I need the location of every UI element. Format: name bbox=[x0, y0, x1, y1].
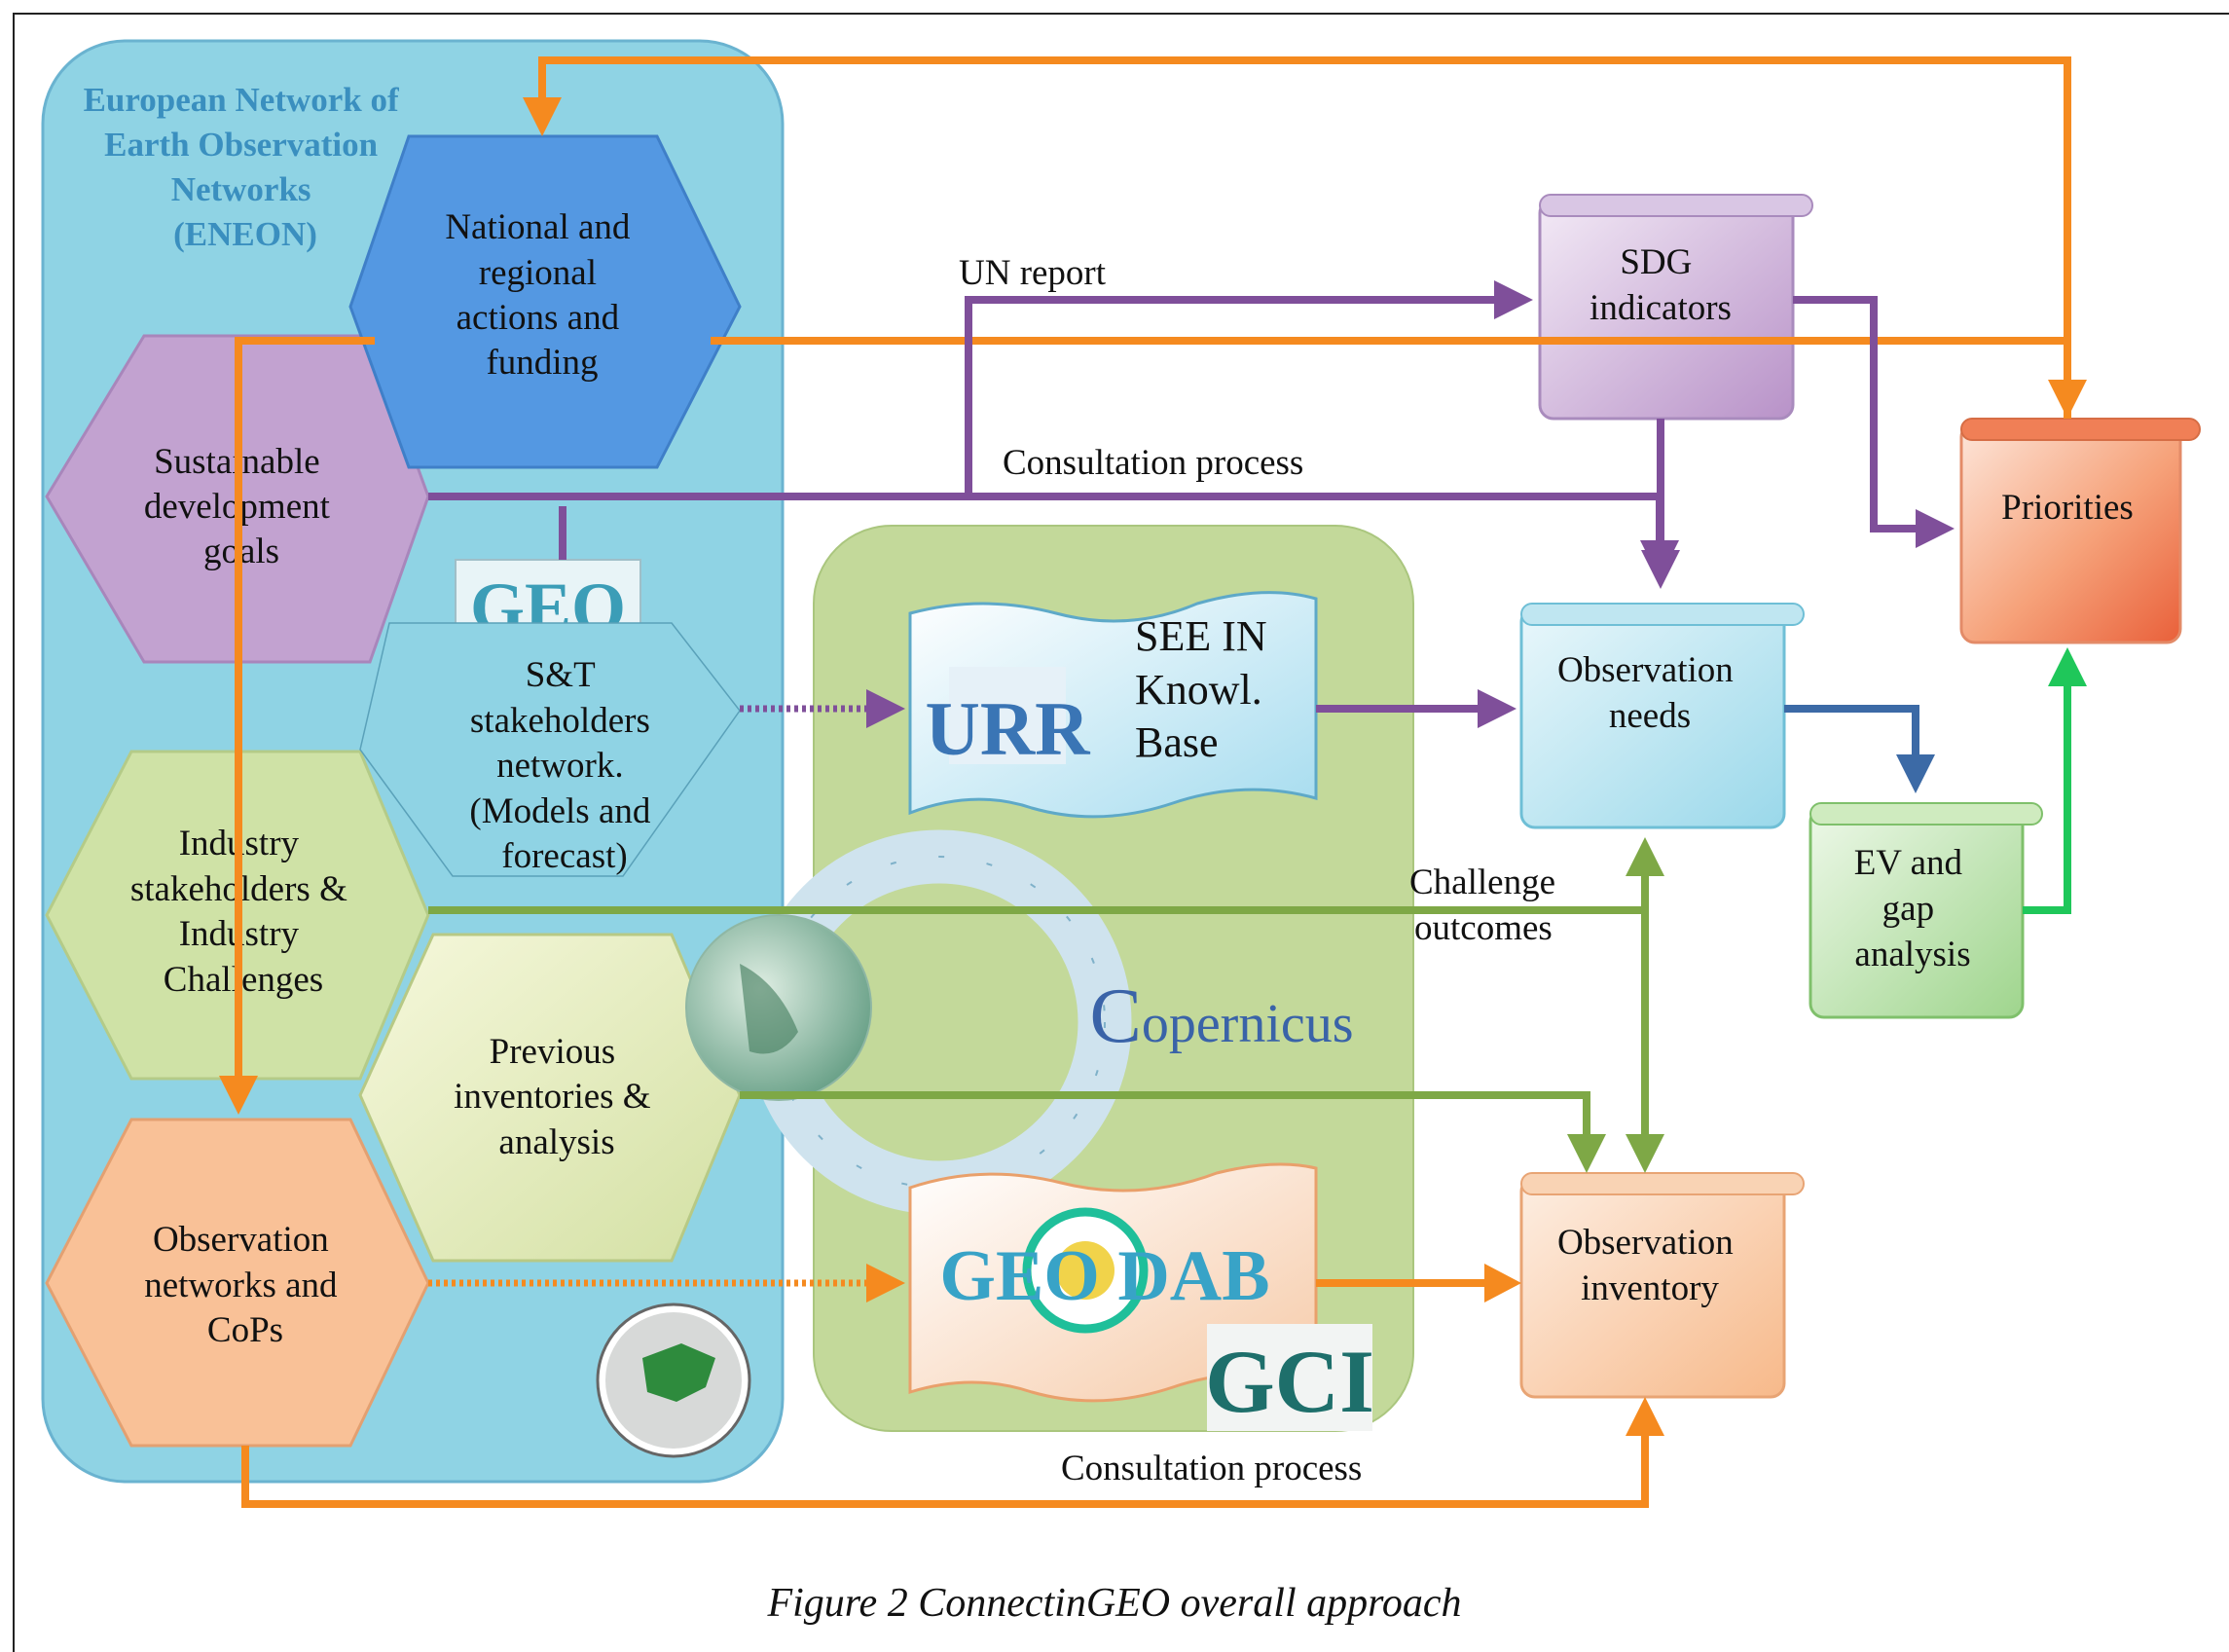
arrow-ev-to-priorities-head bbox=[2048, 647, 2087, 686]
challenge-outcomes-label: Challenge outcomes bbox=[1409, 863, 1564, 948]
eneon-title: European Network of Earth Observation Ne… bbox=[84, 81, 408, 253]
hex-previous-label: Previous inventories & analysis bbox=[454, 1032, 660, 1162]
arrow-ev-to-priorities bbox=[2023, 681, 2071, 914]
hex-obs-networks-label: Observation networks and CoPs bbox=[144, 1220, 347, 1350]
un-report-label: UN report bbox=[959, 253, 1107, 293]
green-arrowheads bbox=[1567, 837, 1664, 1173]
europe-globe-icon bbox=[596, 1303, 751, 1458]
scroll-priorities bbox=[1959, 418, 2201, 644]
observation-inventory-label: Observation inventory bbox=[1557, 1223, 1742, 1308]
arrow-sdg-to-priorities bbox=[1793, 296, 1922, 532]
svg-text:GCI: GCI bbox=[1205, 1332, 1374, 1431]
figure-caption: Figure 2 ConnectinGEO overall approach bbox=[766, 1581, 1461, 1626]
geodab-logo: GEO DAB bbox=[939, 1207, 1270, 1334]
see-in-label: SEE IN Knowl. Base bbox=[1135, 612, 1278, 766]
scroll-observation-needs bbox=[1519, 603, 1805, 829]
hex-national-label: National and regional actions and fundin… bbox=[445, 207, 639, 383]
consultation-top-label: Consultation process bbox=[1003, 443, 1303, 483]
sdg-indicators-label: SDG indicators bbox=[1590, 242, 1732, 328]
arrow-national-to-networks bbox=[235, 337, 375, 1085]
hex-national-actions bbox=[348, 134, 742, 469]
orange-arrowheads bbox=[219, 97, 2087, 1436]
urr-logo: URR bbox=[926, 667, 1092, 771]
arrow-un-report bbox=[965, 296, 1504, 496]
hex-previous-inventories bbox=[358, 933, 742, 1263]
purple-arrowheads bbox=[866, 280, 1955, 728]
copernicus-logo: Copernicus bbox=[1089, 973, 1353, 1059]
arrow-needs-to-ev-head bbox=[1896, 754, 1935, 793]
hex-observation-networks bbox=[45, 1118, 430, 1448]
consultation-bottom-label: Consultation process bbox=[1061, 1449, 1362, 1488]
scroll-observation-inventory bbox=[1519, 1172, 1805, 1399]
arrow-networks-bottom-loop bbox=[241, 1431, 1649, 1508]
purple-connectors bbox=[428, 296, 1922, 713]
st-network-label: S&T stakeholders network. (Models and fo… bbox=[469, 655, 659, 876]
arrow-previous-to-inventory bbox=[740, 1091, 1590, 1139]
priorities-label: Priorities bbox=[2001, 488, 2134, 528]
orange-connectors bbox=[235, 56, 2071, 1508]
green-connectors bbox=[428, 871, 1649, 1139]
arrow-top-loop bbox=[538, 56, 2071, 419]
svg-text:GEO DAB: GEO DAB bbox=[939, 1236, 1269, 1316]
arrow-national-to-priorities bbox=[711, 337, 2071, 389]
observation-needs-label: Observation needs bbox=[1557, 650, 1742, 736]
figure-frame bbox=[13, 13, 2229, 1652]
st-network-box bbox=[359, 622, 741, 877]
gci-logo: GCI bbox=[1205, 1324, 1374, 1431]
ev-gap-label: EV and gap analysis bbox=[1854, 843, 1972, 974]
svg-text:URR: URR bbox=[926, 686, 1092, 771]
arrow-needs-to-ev bbox=[1784, 705, 1919, 759]
scroll-sdg-indicators bbox=[1538, 194, 1813, 421]
